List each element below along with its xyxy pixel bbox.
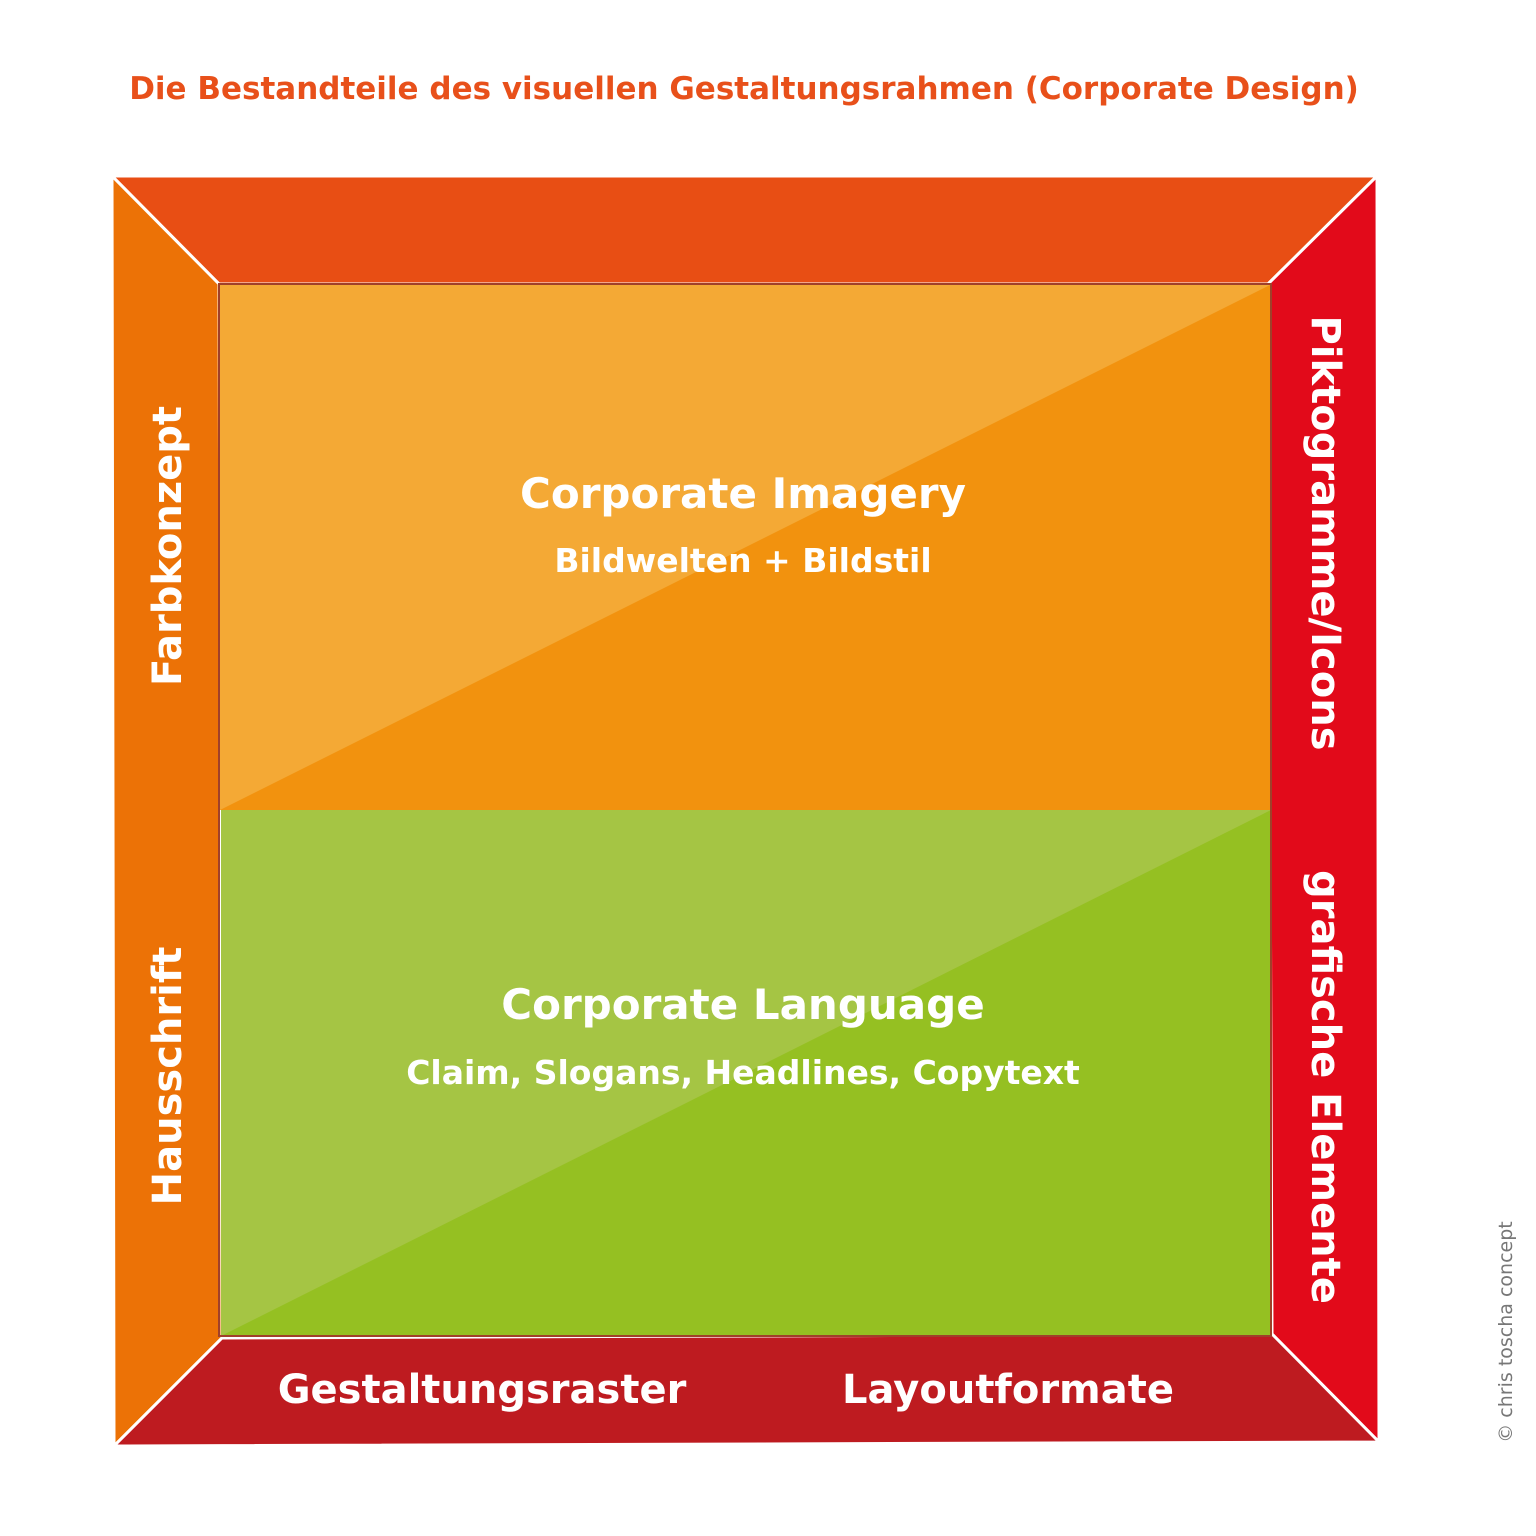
frame-top: [108, 174, 1381, 286]
imagery-subtitle: Bildwelten + Bildstil: [554, 541, 931, 580]
copyright: © chris toscha concept: [1495, 1221, 1517, 1442]
diagram-title: Die Bestandteile des visuellen Gestaltun…: [129, 71, 1359, 107]
label-hausschrift: Hausschrift: [145, 947, 191, 1206]
imagery-highlight: [220, 285, 1270, 810]
language-highlight: [221, 810, 1271, 1336]
language-title: Corporate Language: [501, 980, 984, 1029]
frame-left: [110, 172, 224, 1450]
label-gestaltungsraster: Gestaltungsraster: [278, 1367, 687, 1413]
language-subtitle: Claim, Slogans, Headlines, Copytext: [406, 1053, 1080, 1092]
label-piktogramme: Piktogramme/Icons: [1302, 315, 1348, 750]
label-farbkonzept: Farbkonzept: [145, 406, 191, 686]
inner-border: [218, 283, 1272, 1337]
imagery-title: Corporate Imagery: [520, 469, 966, 518]
label-grafische-elemente: grafische Elemente: [1302, 870, 1348, 1304]
label-layoutformate: Layoutformate: [842, 1367, 1174, 1413]
